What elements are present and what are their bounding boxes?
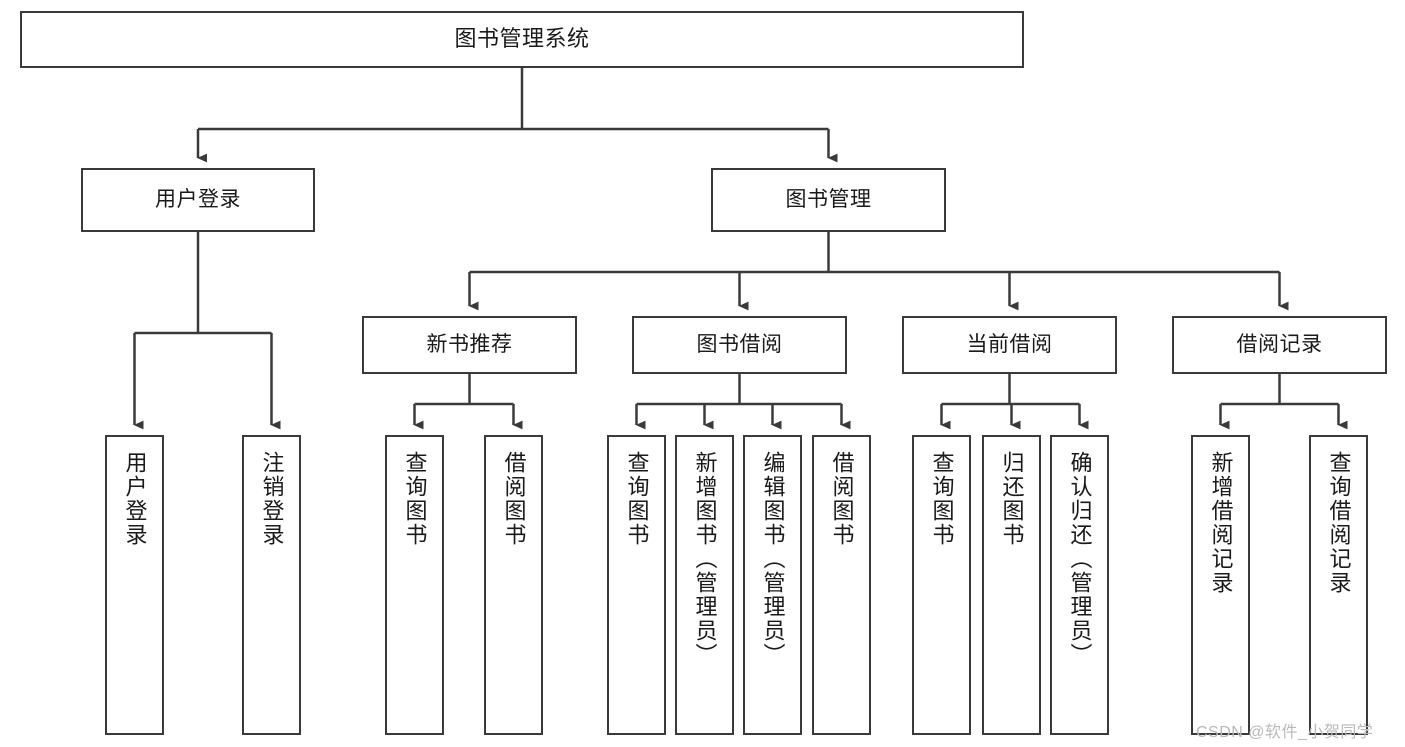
node-leaf-logout[interactable]: 注销登录 — [242, 435, 301, 735]
node-leaf-query-book-3[interactable]: 查询图书 — [912, 435, 971, 735]
node-new-book-rec[interactable]: 新书推荐 — [362, 316, 577, 374]
node-label-leaf-add-record: 新增借阅记录 — [1208, 451, 1234, 595]
node-leaf-user-login[interactable]: 用户登录 — [105, 435, 164, 735]
node-book-borrow[interactable]: 图书借阅 — [632, 316, 847, 374]
node-leaf-add-book[interactable]: 新增图书（管理员） — [675, 435, 734, 735]
node-label-leaf-query-book-1: 查询图书 — [402, 451, 428, 547]
node-book-manage[interactable]: 图书管理 — [711, 168, 946, 232]
node-leaf-add-record[interactable]: 新增借阅记录 — [1191, 435, 1250, 735]
node-leaf-return-book[interactable]: 归还图书 — [982, 435, 1041, 735]
node-label-leaf-return-book: 归还图书 — [999, 451, 1025, 547]
node-label-leaf-borrow-book-1: 借阅图书 — [501, 451, 527, 547]
node-label-leaf-borrow-book-2: 借阅图书 — [829, 451, 855, 547]
node-label-leaf-query-book-2: 查询图书 — [624, 451, 650, 547]
node-label-book-borrow: 图书借阅 — [696, 333, 783, 357]
node-label-user-login: 用户登录 — [155, 188, 241, 212]
node-label-leaf-query-record: 查询借阅记录 — [1326, 451, 1352, 595]
node-leaf-edit-book[interactable]: 编辑图书（管理员） — [743, 435, 802, 735]
node-borrow-record[interactable]: 借阅记录 — [1172, 316, 1387, 374]
node-root[interactable]: 图书管理系统 — [20, 11, 1024, 68]
node-label-leaf-query-book-3: 查询图书 — [929, 451, 955, 547]
node-leaf-query-book-2[interactable]: 查询图书 — [607, 435, 666, 735]
watermark-label: CSDN @软件_小贺同学 — [1196, 724, 1374, 741]
node-label-borrow-record: 借阅记录 — [1236, 333, 1323, 357]
node-label-leaf-edit-book: 编辑图书（管理员） — [760, 451, 786, 667]
node-label-book-manage: 图书管理 — [785, 188, 872, 212]
node-label-leaf-user-login: 用户登录 — [122, 451, 148, 547]
node-label-leaf-confirm-return: 确认归还（管理员） — [1067, 451, 1093, 667]
node-user-login[interactable]: 用户登录 — [81, 168, 315, 232]
node-label-new-book-rec: 新书推荐 — [426, 333, 513, 357]
node-label-leaf-logout: 注销登录 — [259, 451, 285, 547]
node-leaf-confirm-return[interactable]: 确认归还（管理员） — [1050, 435, 1109, 735]
node-leaf-query-book-1[interactable]: 查询图书 — [385, 435, 444, 735]
node-leaf-borrow-book-2[interactable]: 借阅图书 — [812, 435, 871, 735]
node-current-borrow[interactable]: 当前借阅 — [902, 316, 1117, 374]
node-leaf-borrow-book-1[interactable]: 借阅图书 — [484, 435, 543, 735]
node-leaf-query-record[interactable]: 查询借阅记录 — [1309, 435, 1368, 735]
node-label-leaf-add-book: 新增图书（管理员） — [692, 451, 718, 667]
node-label-current-borrow: 当前借阅 — [966, 333, 1053, 357]
node-label-root: 图书管理系统 — [454, 26, 590, 52]
